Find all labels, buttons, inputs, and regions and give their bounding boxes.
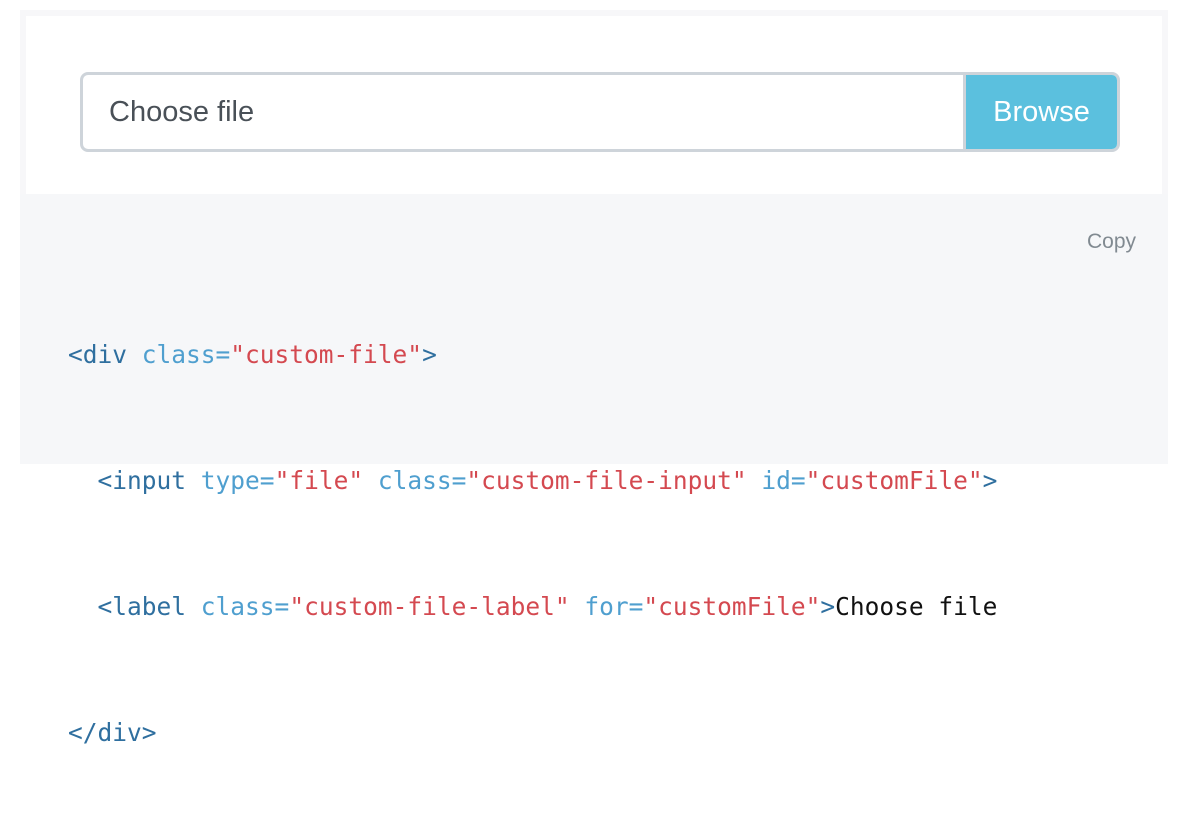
- code-attribute: id=: [761, 466, 806, 495]
- code-attribute: for=: [584, 592, 644, 621]
- code-line: <label class="custom-file-label" for="cu…: [68, 586, 1120, 628]
- code-tag: >: [422, 340, 437, 369]
- code-string: "customFile": [805, 466, 983, 495]
- code-string: "file": [274, 466, 364, 495]
- code-line: <input type="file" class="custom-file-in…: [68, 460, 1120, 502]
- code-attribute: class=: [200, 592, 290, 621]
- code-line: <div class="custom-file">: [68, 334, 1120, 376]
- code-block: Copy <div class="custom-file"> <input ty…: [20, 194, 1168, 747]
- code-text: Choose file: [835, 592, 998, 621]
- code-indent: [68, 592, 98, 621]
- code-line: </div>: [68, 712, 1120, 754]
- code-listing: <div class="custom-file"> <input type="f…: [68, 250, 1120, 838]
- code-string: "customFile": [643, 592, 821, 621]
- code-tag: </div>: [68, 718, 157, 747]
- example-preview: Choose file Browse: [20, 10, 1168, 194]
- code-attribute: class=: [141, 340, 231, 369]
- code-string: "custom-file-input": [466, 466, 747, 495]
- code-attribute: type=: [200, 466, 275, 495]
- code-string: "custom-file": [230, 340, 423, 369]
- custom-file-input[interactable]: Choose file Browse: [80, 72, 1120, 152]
- copy-button[interactable]: Copy: [1086, 230, 1136, 253]
- file-name-label[interactable]: Choose file: [109, 95, 255, 128]
- browse-button[interactable]: Browse: [963, 75, 1117, 149]
- code-indent: [68, 466, 98, 495]
- code-string: "custom-file-label": [289, 592, 570, 621]
- code-tag: <label: [97, 592, 187, 621]
- code-tag: >: [820, 592, 836, 621]
- code-tag: >: [982, 466, 998, 495]
- code-attribute: class=: [377, 466, 467, 495]
- code-tag: <input: [97, 466, 187, 495]
- code-tag: <div: [68, 340, 128, 369]
